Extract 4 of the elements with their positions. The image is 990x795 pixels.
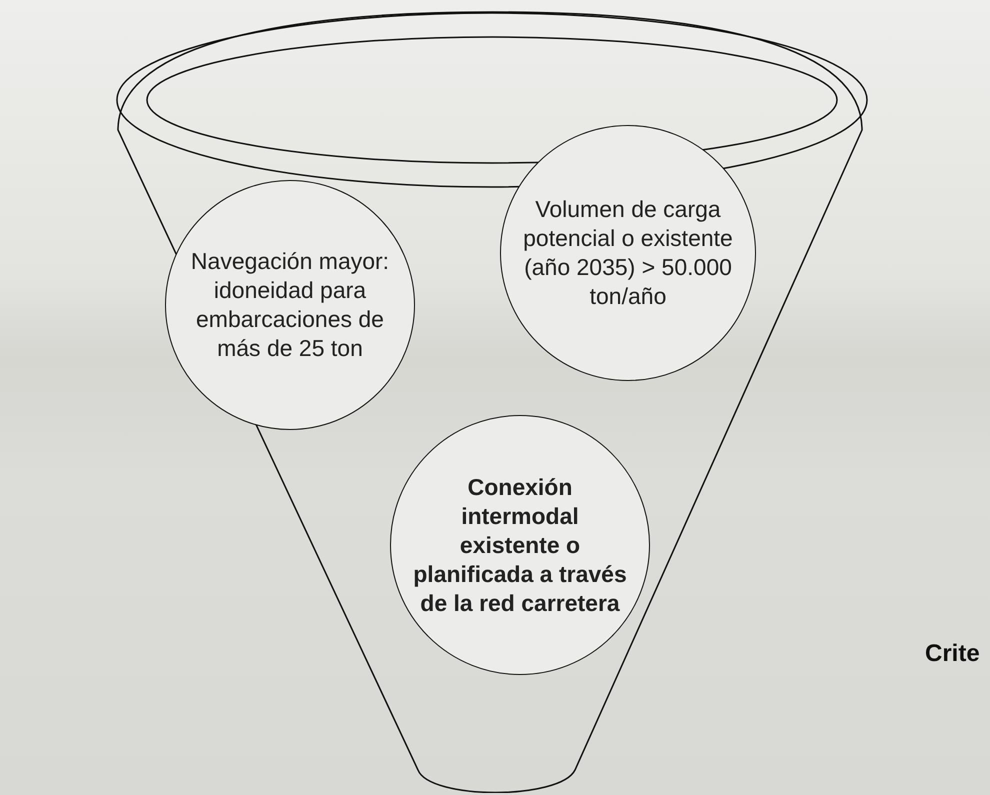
criterion-circle: Volumen de carga potencial o existente (año 2035) > 50.000 ton/año [500, 125, 756, 381]
heading-text: Crite [925, 640, 980, 668]
criterion-circle: Navegación mayor: idoneidad para embarcaciones de más de 25 ton [165, 180, 415, 430]
criterion-circle: Conexión intermodal existente o planificada a través de la red carretera [390, 415, 650, 675]
